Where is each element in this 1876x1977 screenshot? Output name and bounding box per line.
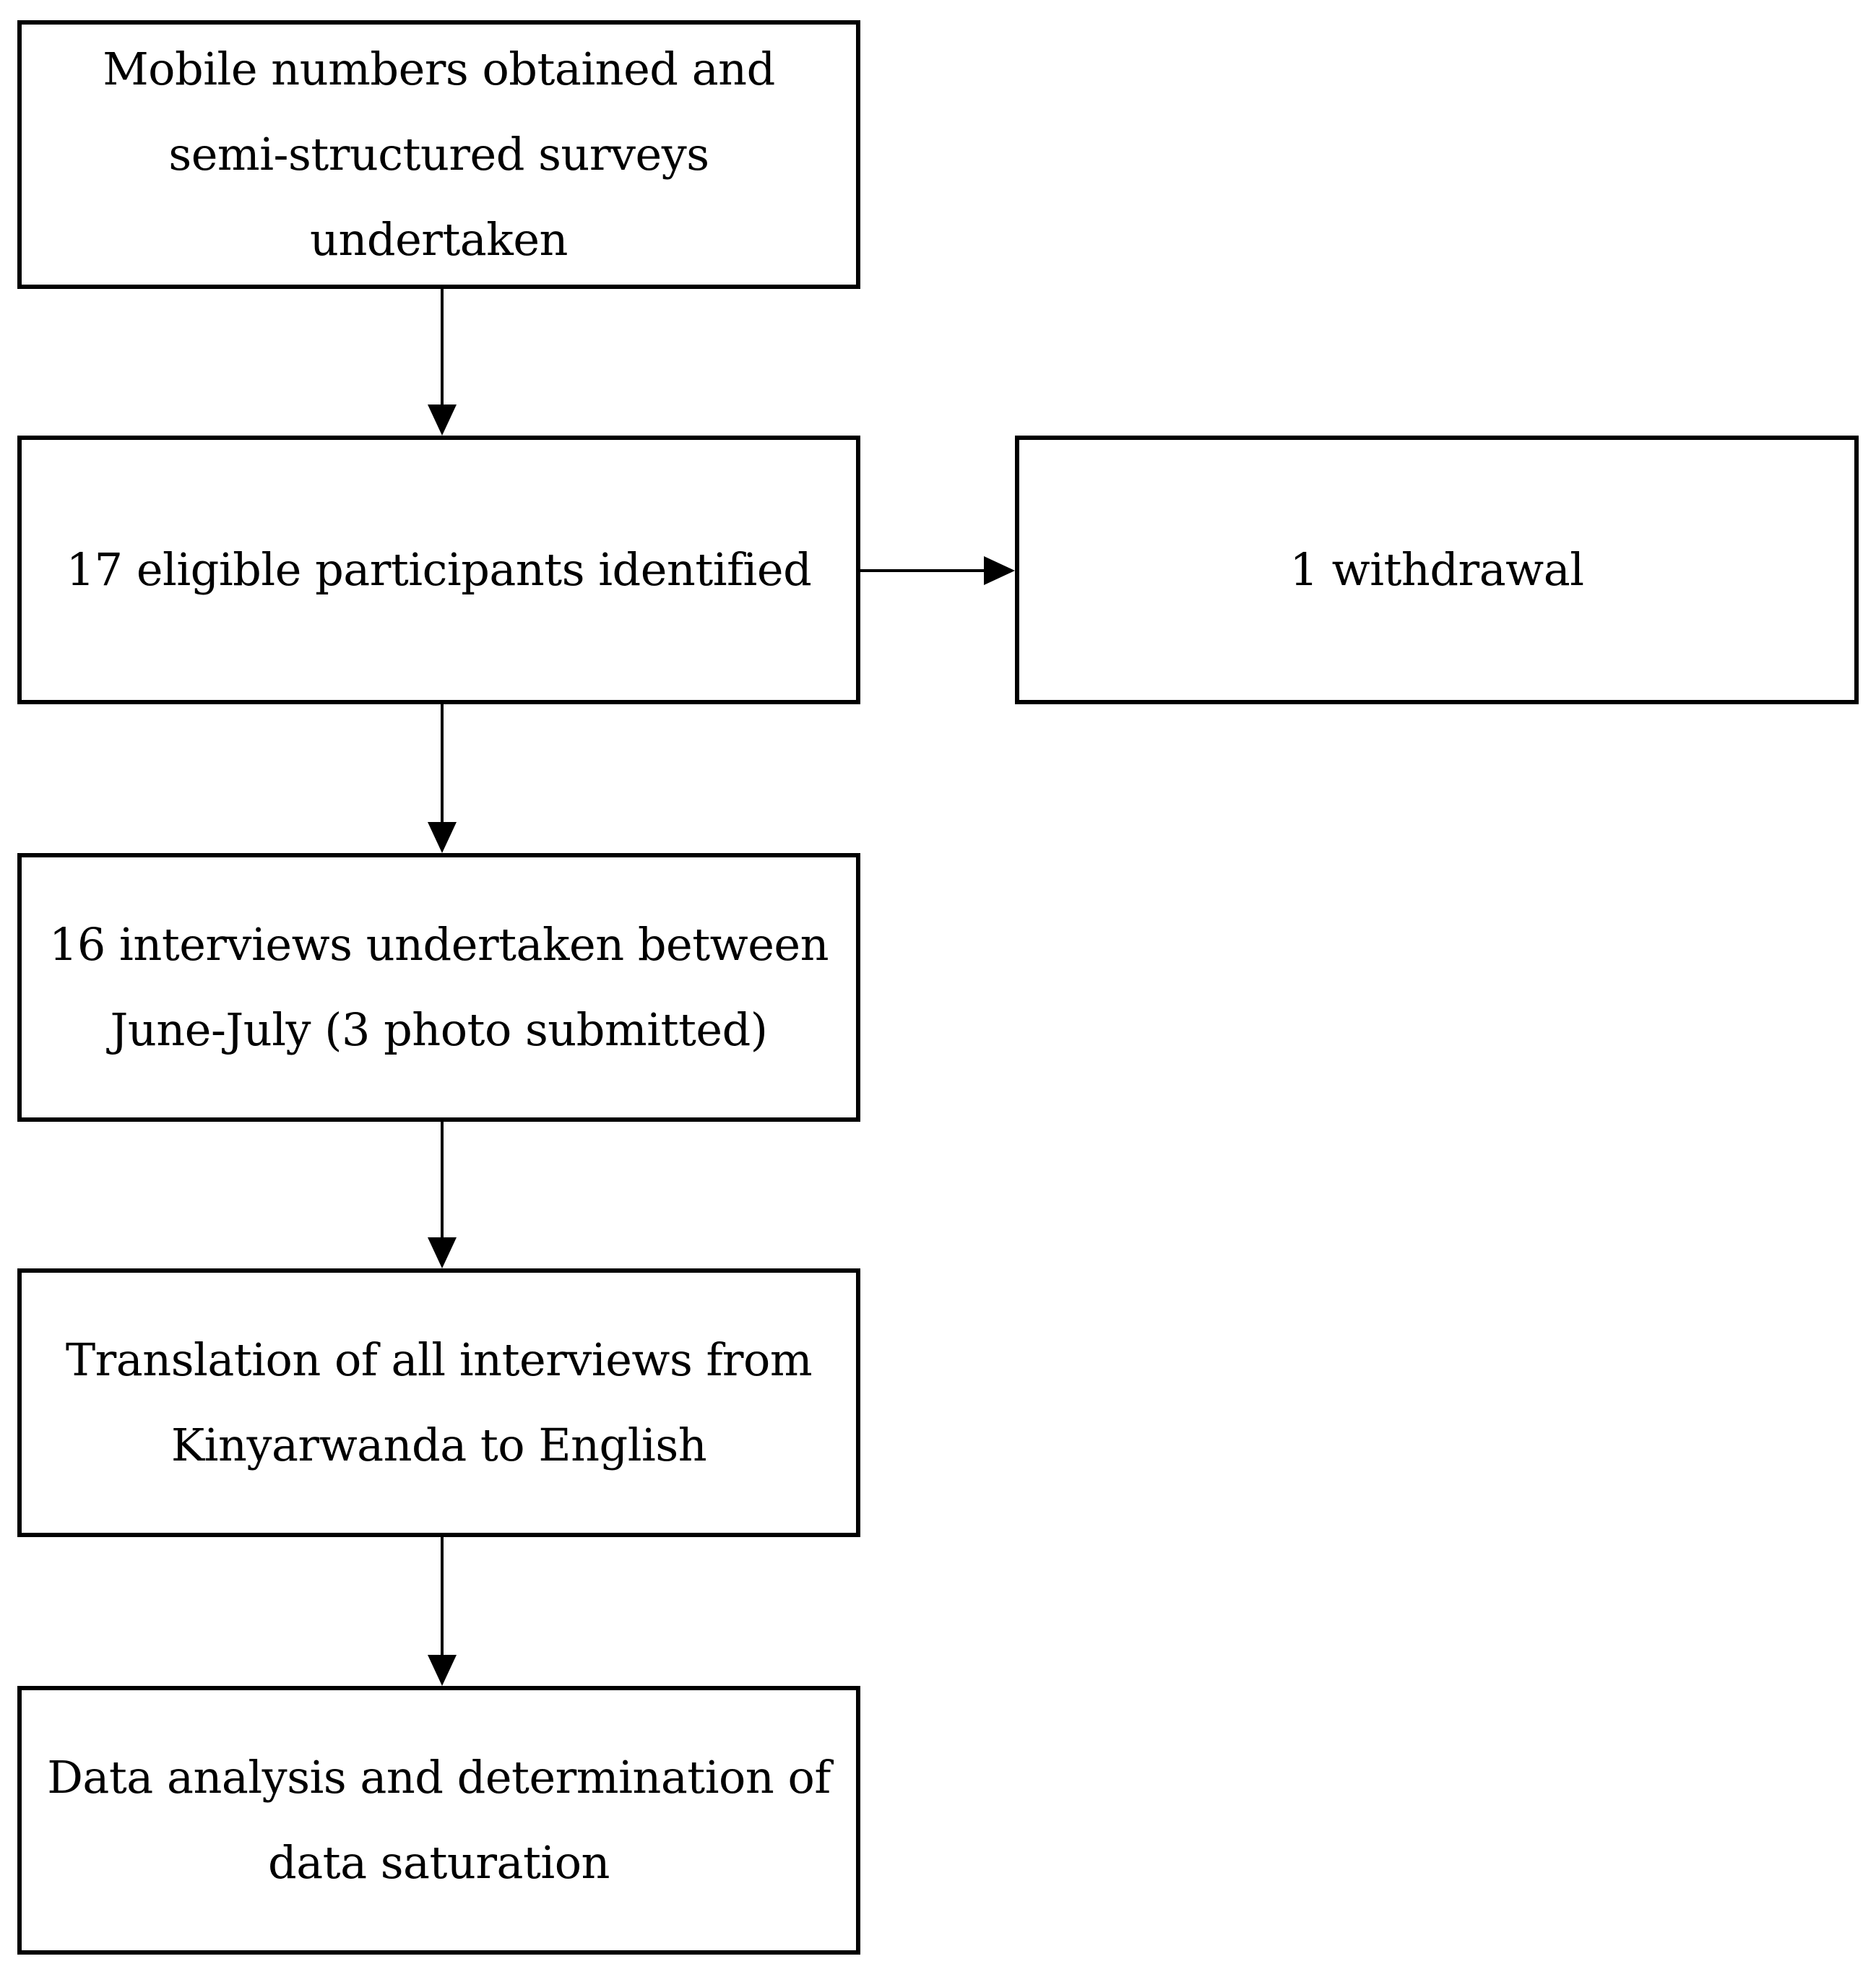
arrow-interviews-to-translation bbox=[428, 1122, 457, 1268]
node-data-analysis: Data analysis and determination of data … bbox=[17, 1686, 860, 1955]
node-mobile-numbers-surveys: Mobile numbers obtained and semi-structu… bbox=[17, 20, 860, 289]
node-label: Translation of all interviews from Kinya… bbox=[65, 1333, 813, 1471]
arrow-translation-to-analysis bbox=[428, 1537, 457, 1686]
node-label: 16 interviews undertaken between June-Ju… bbox=[48, 918, 829, 1056]
arrow-eligible-to-withdrawal bbox=[860, 556, 1015, 585]
arrow-eligible-to-interviews bbox=[428, 704, 457, 853]
node-translation: Translation of all interviews from Kinya… bbox=[17, 1268, 860, 1537]
node-label: Mobile numbers obtained and semi-structu… bbox=[103, 43, 775, 266]
arrow-mobile-to-eligible bbox=[428, 289, 457, 436]
node-label: Data analysis and determination of data … bbox=[47, 1751, 831, 1889]
node-eligible-participants: 17 eligible participants identified bbox=[17, 436, 860, 704]
node-label: 1 withdrawal bbox=[1289, 543, 1584, 596]
node-withdrawal: 1 withdrawal bbox=[1015, 436, 1859, 704]
node-label: 17 eligible participants identified bbox=[66, 543, 812, 596]
node-interviews-undertaken: 16 interviews undertaken between June-Ju… bbox=[17, 853, 860, 1122]
